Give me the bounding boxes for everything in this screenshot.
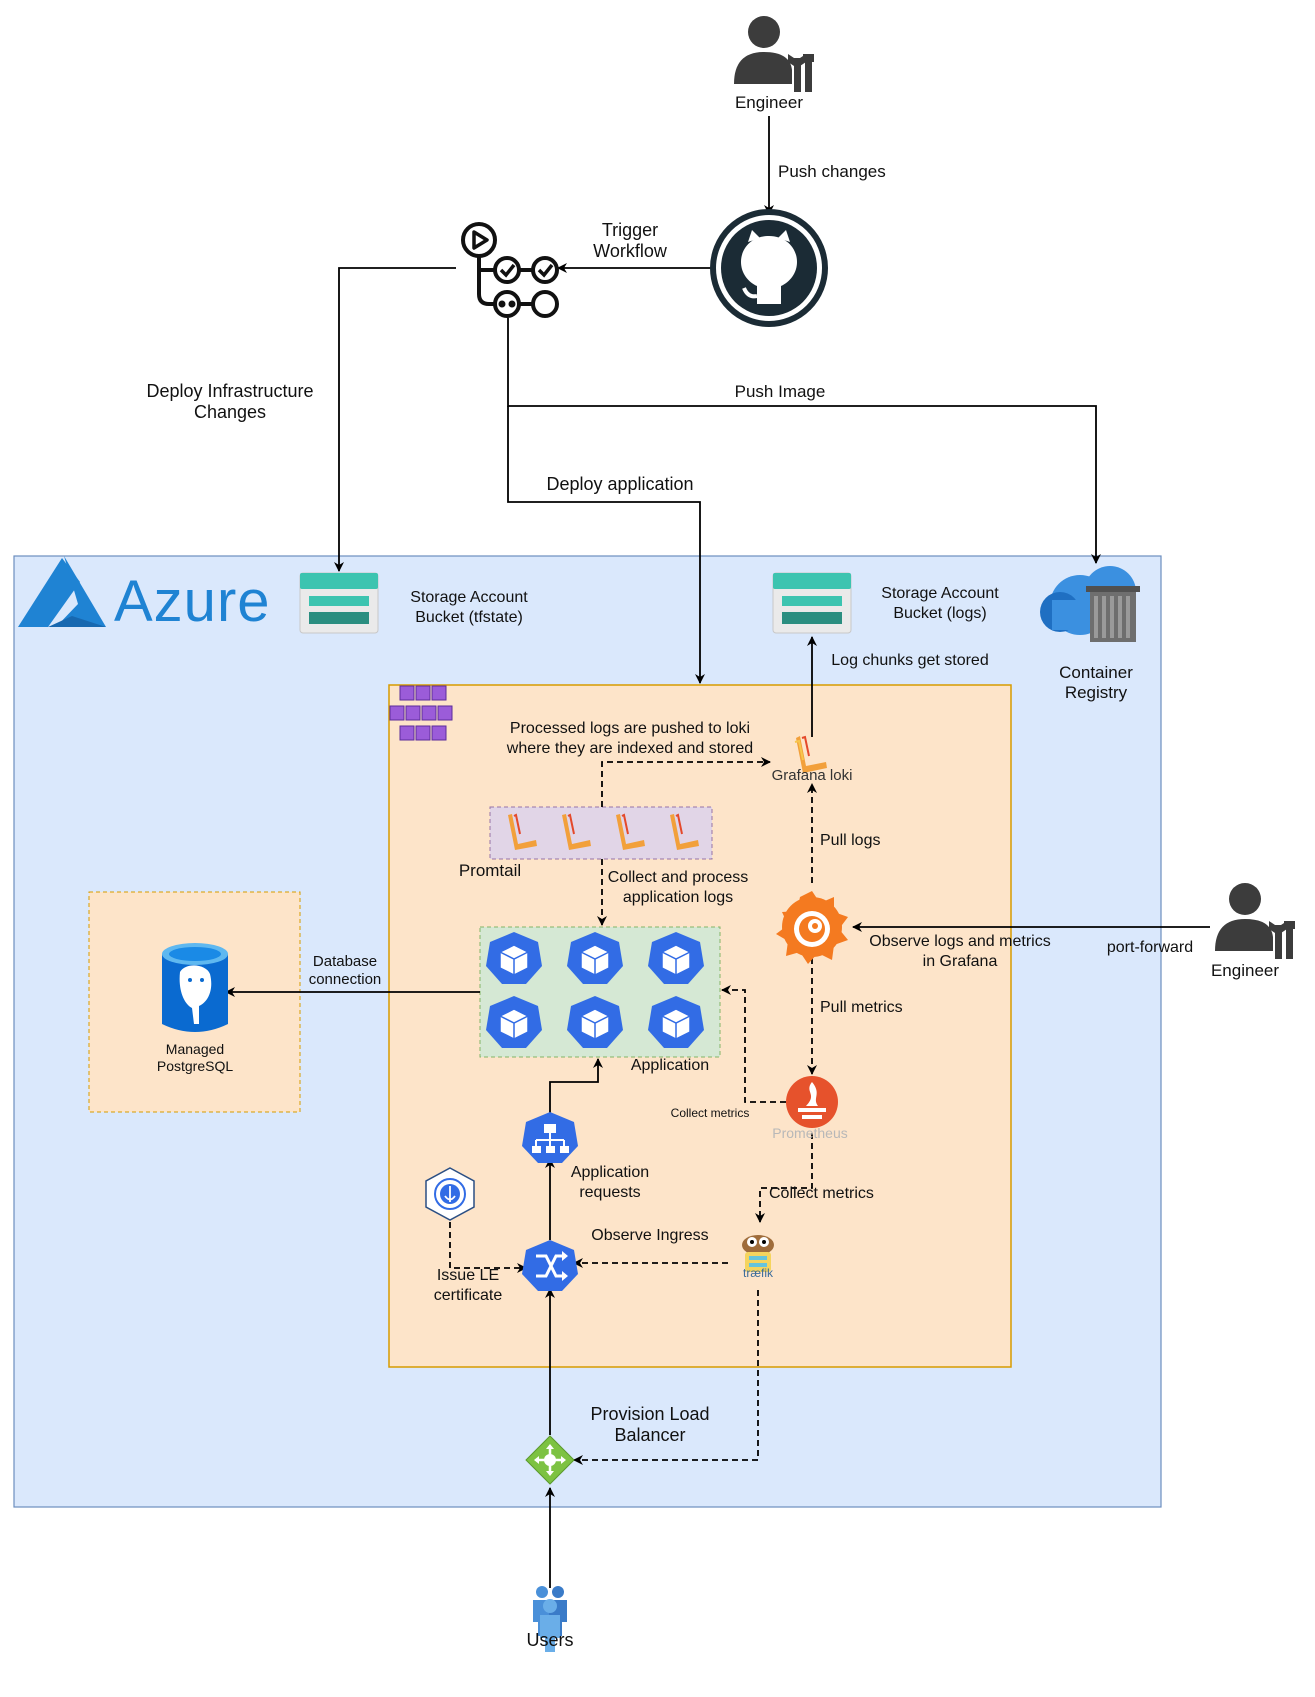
promtail-icon — [508, 813, 537, 850]
kubernetes-pod-icon — [648, 932, 704, 984]
users-icon — [533, 1586, 567, 1652]
arrow-collect-metrics-app — [721, 985, 786, 1103]
observe-ingress-label: Observe Ingress — [591, 1227, 709, 1244]
kubernetes-pod-icon — [567, 932, 623, 984]
grafana-loki-label: Grafana loki — [771, 767, 853, 784]
application-requests-label-2: requests — [579, 1184, 641, 1201]
kubernetes-pod-icon — [486, 932, 542, 984]
kubernetes-pod-icon — [567, 996, 623, 1048]
promtail-label: Promtail — [458, 861, 522, 880]
database-connection-label-1: Database — [312, 953, 378, 970]
storage-tfstate-label-1: Storage Account — [410, 589, 528, 606]
prometheus-icon — [786, 1076, 838, 1128]
trigger-workflow-label-2: Workflow — [593, 241, 667, 261]
database-connection-label-2: connection — [308, 971, 382, 988]
container-registry-label-1: Container — [1059, 663, 1133, 682]
push-changes-label: Push changes — [778, 162, 886, 181]
azure-logo-icon — [18, 556, 106, 627]
port-forward-label: port-forward — [1106, 939, 1194, 956]
collect-process-label-1: Collect and process — [607, 869, 749, 886]
issue-le-label-2: certificate — [433, 1287, 503, 1304]
azure-title: Azure — [114, 569, 271, 634]
arrow-deploy-application — [507, 406, 705, 684]
engineer-top-label: Engineer — [734, 93, 804, 112]
collect-metrics-label: Collect metrics — [769, 1185, 874, 1202]
managed-pg-label-1: Managed — [165, 1041, 225, 1057]
provision-lb-label-2: Balancer — [614, 1425, 686, 1445]
collect-process-label-2: application logs — [622, 889, 734, 906]
kubernetes-ingress-icon — [522, 1240, 578, 1291]
deploy-infra-label-1: Deploy Infrastructure — [146, 381, 314, 401]
push-image-label: Push Image — [734, 382, 826, 401]
prometheus-label: Prometheus — [772, 1125, 848, 1141]
container-registry-label-2: Registry — [1064, 683, 1128, 702]
arrow-collect-metrics-traefik — [755, 1133, 813, 1223]
azure-postgresql-icon — [162, 943, 228, 1032]
storage-account-tfstate-icon — [299, 572, 379, 634]
provision-lb-label-1: Provision Load — [590, 1404, 710, 1424]
users-label: Users — [526, 1630, 574, 1650]
kubernetes-pod-icon — [486, 996, 542, 1048]
pull-logs-label: Pull logs — [820, 832, 881, 849]
arrow-deploy-infra — [334, 267, 456, 572]
kubernetes-pod-icon — [648, 996, 704, 1048]
promtail-icon — [562, 813, 591, 850]
engineer-top-icon — [734, 16, 814, 92]
arrow-service-to-app — [549, 1058, 603, 1114]
container-registry-icon — [1040, 566, 1140, 642]
github-icon — [710, 209, 828, 327]
log-chunks-label: Log chunks get stored — [831, 652, 989, 669]
processed-logs-label-2: where they are indexed and stored — [506, 740, 754, 757]
application-label: Application — [630, 1057, 710, 1074]
traefik-label: træfik — [743, 1266, 773, 1280]
application-requests-label-1: Application — [570, 1164, 650, 1181]
promtail-icon — [616, 813, 645, 850]
observe-label-1: Observe logs and metrics — [869, 933, 1051, 950]
kubernetes-service-icon — [522, 1112, 578, 1163]
managed-pg-label-2: PostgreSQL — [156, 1058, 234, 1074]
grafana-icon — [776, 891, 848, 964]
deploy-infra-label-2: Changes — [193, 402, 267, 422]
engineer-right-icon — [1215, 883, 1295, 959]
deploy-application-label: Deploy application — [546, 474, 694, 494]
cert-manager-icon — [425, 1167, 475, 1221]
promtail-icon — [670, 813, 699, 850]
storage-logs-label-1: Storage Account — [881, 585, 999, 602]
processed-logs-label-1: Processed logs are pushed to loki — [509, 720, 751, 737]
arrow-promtail-to-loki — [601, 757, 771, 807]
issue-le-label-1: Issue LE — [436, 1267, 500, 1284]
engineer-right-label: Engineer — [1210, 961, 1280, 980]
observe-label-2: in Grafana — [922, 953, 998, 970]
github-actions-workflow-icon — [461, 222, 559, 318]
azure-load-balancer-icon — [525, 1435, 575, 1485]
arrow-push-image — [507, 318, 1101, 564]
arrow-issue-le — [449, 1222, 527, 1273]
pull-metrics-label: Pull metrics — [820, 999, 903, 1016]
traefik-icon — [742, 1235, 774, 1272]
storage-account-logs-icon — [772, 572, 852, 634]
collect-metrics-small-label: Collect metrics — [670, 1106, 750, 1120]
grafana-loki-icon — [794, 735, 827, 773]
trigger-workflow-label-1: Trigger — [601, 220, 659, 240]
storage-tfstate-label-2: Bucket (tfstate) — [415, 609, 523, 626]
aks-cluster-icon — [389, 685, 453, 741]
storage-logs-label-2: Bucket (logs) — [893, 605, 987, 622]
arrow-provision-lb — [573, 1290, 759, 1465]
